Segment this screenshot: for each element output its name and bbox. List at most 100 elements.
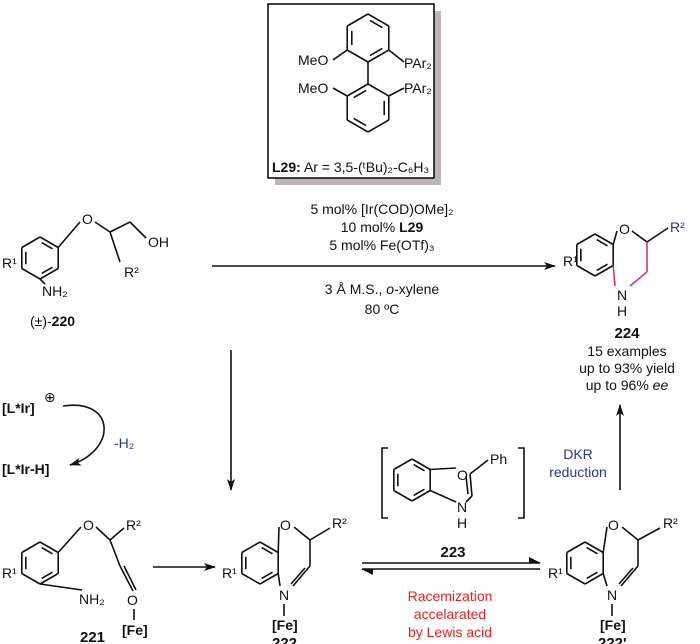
ring-bond: [393, 489, 413, 502]
wedge-bond: [646, 227, 669, 243]
ome-bond: [332, 87, 348, 97]
ring-bond: [21, 236, 41, 249]
aromatic-bond: [586, 546, 598, 555]
substrate-220: R¹ O R² OH NH₂ (±)-220: [2, 211, 169, 329]
aromatic-bond: [413, 463, 425, 472]
condition-temperature: 80 ºC: [365, 301, 400, 317]
r1-label: R¹: [563, 253, 578, 269]
racemization-line-2: accelarated: [414, 606, 486, 622]
ring-bond: [411, 489, 431, 502]
ligand-caption: L29: Ar = 3,5-(ᵗBu)₂-C₆H₃: [272, 159, 429, 175]
condition-ligand-name: L29: [399, 219, 423, 235]
curved-arrow: [62, 404, 105, 466]
r1-label: R¹: [548, 565, 563, 581]
bond: [119, 565, 134, 592]
bond: [123, 565, 137, 591]
ring-bond: [21, 572, 41, 585]
bond: [109, 221, 131, 233]
aromatic-bond: [41, 546, 53, 555]
aromatic-bond: [413, 488, 425, 497]
ring-bond: [346, 13, 369, 27]
fe-label: [Fe]: [122, 622, 148, 638]
bond: [309, 527, 331, 541]
condition-ligand: 10 mol% L29: [341, 219, 424, 235]
bond: [465, 495, 473, 503]
ring-bond: [629, 271, 648, 287]
ring-bond: [584, 572, 604, 585]
r1-label: R¹: [2, 565, 17, 581]
bond: [602, 573, 608, 587]
aromatic-bond: [596, 238, 608, 247]
ir-catalyst-label: [L*Ir]: [2, 400, 35, 416]
ligand-ar-definition: Ar = 3,5-(ᵗBu)₂-C₆H₃: [301, 159, 429, 175]
bond: [39, 583, 83, 591]
ph-label: Ph: [490, 451, 507, 467]
par2-bottom-label: PAr₂: [404, 80, 432, 96]
o-label: O: [83, 517, 94, 533]
bond: [429, 489, 457, 503]
ring-bond: [594, 233, 614, 246]
yield-summary: up to 93% yield: [579, 360, 675, 376]
bond: [618, 567, 634, 585]
condition-ligand-amount: 10 mol%: [341, 219, 399, 235]
r1-label: R¹: [222, 565, 237, 581]
product-224: R¹ O R² N H 224 15 examples up to 93% yi…: [563, 219, 685, 393]
aromatic-bond: [261, 546, 273, 555]
o-label: O: [280, 517, 291, 533]
aromatic-bond: [596, 263, 608, 272]
intermediate-223: O Ph N H 223: [381, 447, 525, 561]
o-label: O: [608, 517, 619, 533]
aromatic-bond: [369, 19, 383, 29]
nh2-label: NH₂: [42, 283, 68, 299]
bond: [95, 526, 111, 541]
dkr-label: DKR: [563, 446, 593, 462]
ring-bond: [259, 572, 279, 585]
o-label: O: [619, 221, 630, 237]
h-label: H: [457, 515, 467, 531]
cation-charge-icon: ⊕: [44, 389, 56, 405]
compound-label-221: 221: [80, 629, 105, 644]
bond: [290, 567, 306, 585]
aromatic-bond: [261, 571, 273, 580]
bond: [430, 467, 457, 471]
bond: [292, 565, 311, 587]
bond: [469, 473, 473, 497]
ring-bond: [346, 119, 369, 133]
condition-o: o: [386, 281, 394, 297]
r2-label: R²: [124, 264, 139, 280]
bond: [602, 526, 608, 553]
ring-bond: [241, 541, 261, 554]
bond: [109, 539, 121, 567]
bond: [631, 230, 648, 243]
ring-bond: [39, 572, 59, 585]
nh2-label: NH₂: [79, 591, 105, 607]
r2-label: R²: [332, 515, 347, 531]
condition-xylene: -xylene: [394, 281, 439, 297]
n-label: N: [607, 587, 617, 603]
ee-value: up to 96%: [586, 377, 653, 393]
fe-label: [Fe]: [600, 617, 626, 633]
brackets: [381, 447, 525, 519]
ring-bond: [367, 49, 390, 63]
ring-bond: [367, 13, 390, 27]
compound-label-223: 223: [440, 544, 465, 561]
ring-bond: [594, 264, 614, 277]
o-label: O: [457, 467, 468, 483]
ring-bond: [566, 541, 586, 554]
compound-number: 220: [52, 313, 76, 329]
intermediate-221: R¹ O R² NH₂ O [Fe] 221: [2, 517, 148, 644]
ring-bond: [576, 233, 596, 246]
ring-bond: [566, 572, 586, 585]
ligand-structure: [332, 13, 405, 133]
bond: [465, 475, 469, 495]
bond: [57, 221, 81, 249]
o-label: O: [82, 211, 93, 227]
compound-label-222: 222: [272, 635, 297, 644]
ring-bond: [39, 541, 59, 554]
aromatic-bond: [41, 241, 53, 250]
ligand-name: L29:: [272, 159, 301, 175]
aromatic-bond: [41, 571, 53, 580]
ring-bond: [367, 119, 390, 133]
ring-bond: [39, 236, 59, 249]
bond-skeletons: [21, 221, 669, 620]
